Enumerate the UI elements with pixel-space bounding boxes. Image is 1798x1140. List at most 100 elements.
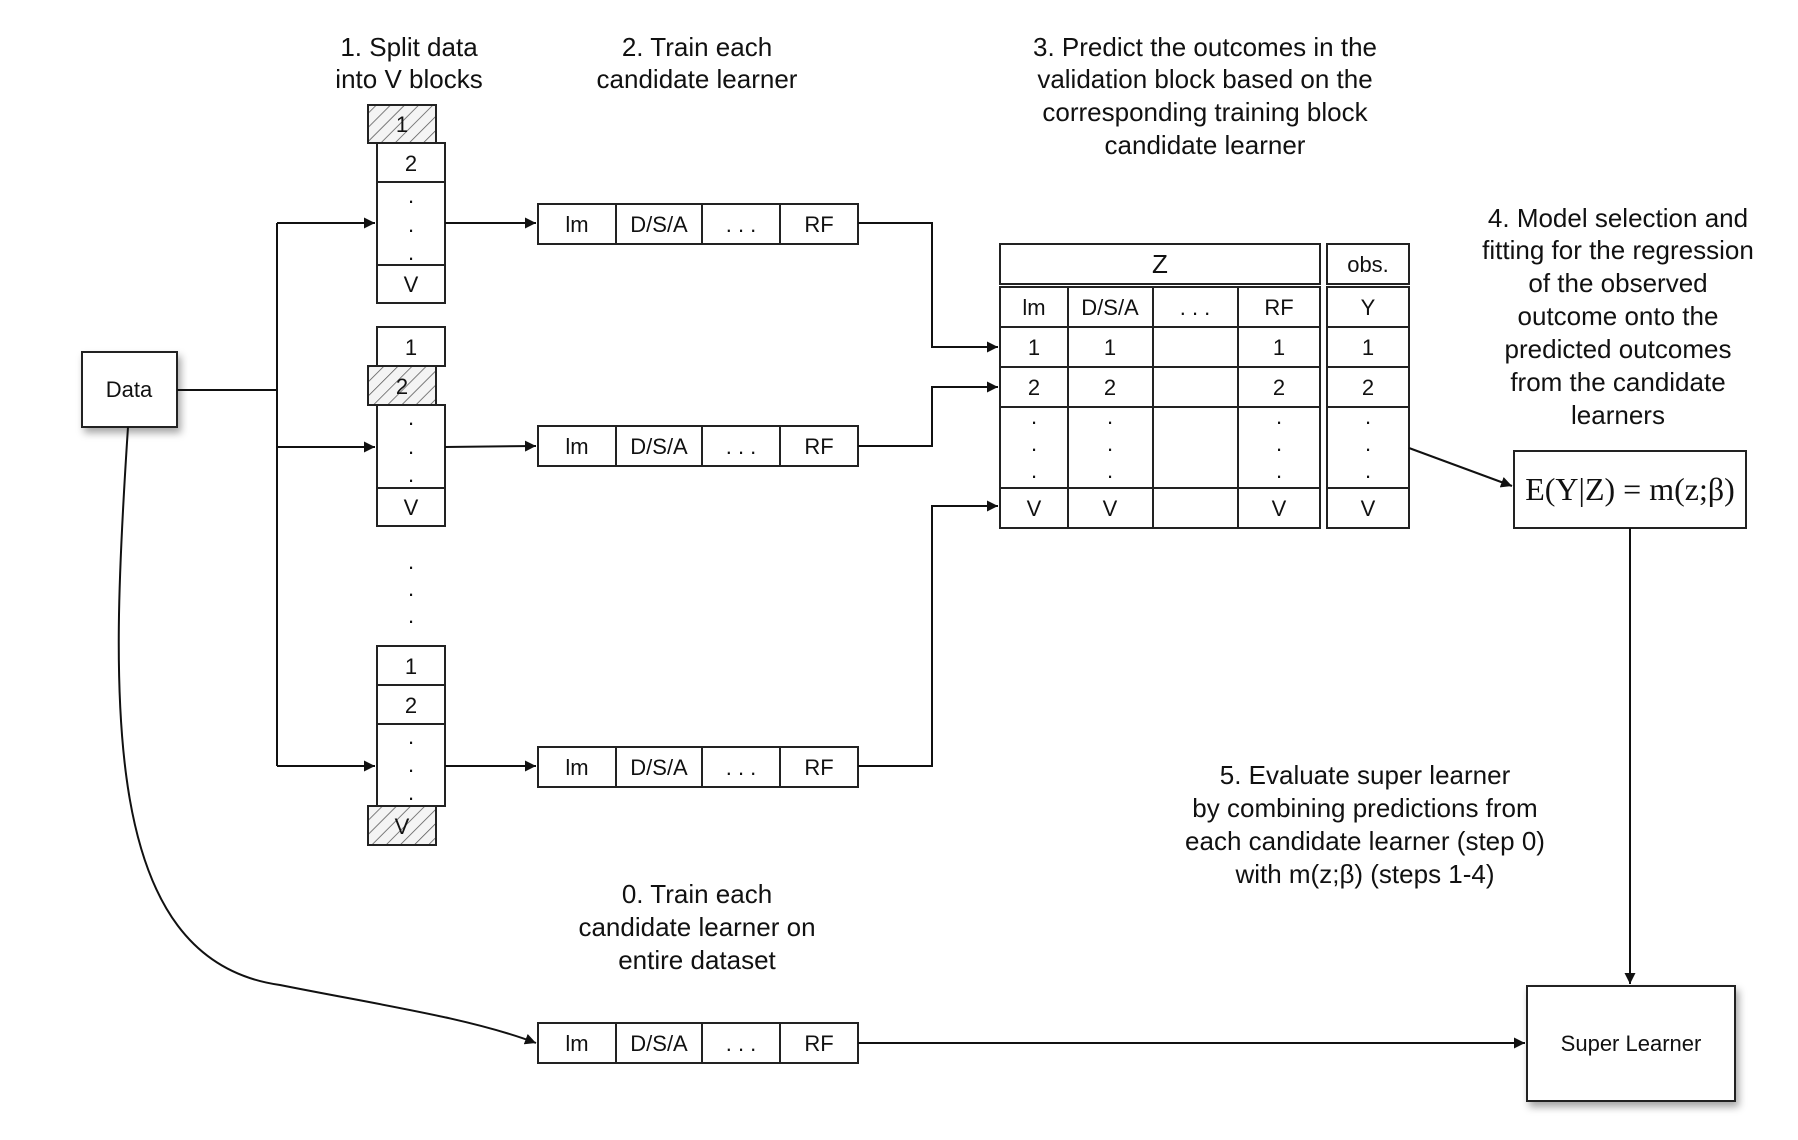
table-dot: . <box>1031 458 1037 483</box>
step-0-caption: 0. Train each candidate learner on entir… <box>578 879 815 975</box>
connectors <box>117 217 1636 1049</box>
super-learner-label: Super Learner <box>1561 1031 1702 1056</box>
step-1-line-1: 1. Split data <box>340 32 478 62</box>
block-dot: . <box>408 183 414 208</box>
table-cell <box>1152 326 1239 368</box>
learner-label: lm <box>565 212 588 237</box>
learner-label: RF <box>804 434 833 459</box>
column-header: lm <box>1022 295 1045 320</box>
table-cell <box>1237 326 1321 368</box>
learner-cell <box>701 425 781 467</box>
data-label: Data <box>106 377 153 402</box>
block-dots <box>376 404 446 489</box>
block-label: V <box>404 272 419 297</box>
obs-value: 1 <box>1362 335 1374 360</box>
column-header: RF <box>1264 295 1293 320</box>
arrow-fold-2-to-learners <box>444 440 537 452</box>
table-value: V <box>1027 496 1042 521</box>
block-label: V <box>404 495 419 520</box>
learner-cell <box>779 746 859 788</box>
obs-cell <box>1326 326 1410 368</box>
ellipsis-dot: . <box>408 603 414 628</box>
learner-cell <box>615 1022 703 1064</box>
table-cell <box>1237 406 1321 489</box>
table-dot: . <box>1276 404 1282 429</box>
learner-cell <box>779 425 859 467</box>
step-0-line-3: entire dataset <box>618 945 776 975</box>
step-5-line-1: 5. Evaluate super learner <box>1220 760 1511 790</box>
learner-row-fold-1: lm D/S/A . . . RF <box>537 203 859 245</box>
block-label: V <box>395 814 410 839</box>
learner-label: lm <box>565 1031 588 1056</box>
obs-dot: . <box>1365 404 1371 429</box>
formula-label: E(Y|Z) = m(z;β) <box>1525 471 1735 507</box>
step-3-line-1: 3. Predict the outcomes in the <box>1033 32 1377 62</box>
learner-label: lm <box>565 434 588 459</box>
step-5-line-4: with m(z;β) (steps 1-4) <box>1234 859 1494 889</box>
obs-header-cell <box>1326 243 1410 285</box>
arrow-learners-2-to-row-2 <box>858 381 998 447</box>
z-header-cell <box>999 243 1321 285</box>
fold-column-2: 1 2 . . . V <box>367 326 446 527</box>
table-value: V <box>1272 496 1287 521</box>
table-value: 2 <box>1028 375 1040 400</box>
learner-cell <box>537 203 617 245</box>
block-label: 2 <box>405 151 417 176</box>
block-dot: . <box>408 780 414 805</box>
block-1 <box>376 326 446 367</box>
step-4-caption: 4. Model selection and fitting for the r… <box>1482 203 1754 430</box>
step-2-line-2: candidate learner <box>597 64 798 94</box>
learner-label: D/S/A <box>630 434 688 459</box>
learner-label: D/S/A <box>630 1031 688 1056</box>
step-3-line-3: corresponding training block <box>1042 97 1368 127</box>
table-value: 1 <box>1273 335 1285 360</box>
ellipsis-dot: . <box>408 576 414 601</box>
arrow-table-to-formula <box>1408 447 1513 488</box>
step-5-caption: 5. Evaluate super learner by combining p… <box>1185 760 1545 889</box>
step-0-line-1: 0. Train each <box>622 879 772 909</box>
step-2-line-1: 2. Train each <box>622 32 772 62</box>
step-5-line-3: each candidate learner (step 0) <box>1185 826 1545 856</box>
arrow-data-to-full-learners <box>117 426 537 1045</box>
block-dots <box>376 723 446 807</box>
learner-label: lm <box>565 755 588 780</box>
learner-label: . . . <box>726 434 757 459</box>
block-label: 2 <box>405 693 417 718</box>
block-2 <box>376 684 446 725</box>
block-dot: . <box>408 434 414 459</box>
super-learner-box <box>1526 985 1736 1102</box>
block-1 <box>376 645 446 686</box>
table-cell <box>1152 406 1239 489</box>
table-cell <box>1152 487 1239 529</box>
learner-cell <box>615 746 703 788</box>
step-4-line-4: outcome onto the <box>1518 301 1719 331</box>
hatched-block-v <box>367 805 437 846</box>
table-value: V <box>1103 496 1118 521</box>
obs-dot: . <box>1365 458 1371 483</box>
prediction-table: Z lm D/S/A . . . RF 1 1 1 2 2 2 . . . . … <box>999 243 1321 529</box>
learner-row-fold-2: lm D/S/A . . . RF <box>537 425 859 467</box>
learner-label: . . . <box>726 755 757 780</box>
block-label: 1 <box>405 335 417 360</box>
data-node: Data <box>81 351 178 428</box>
step-4-line-5: predicted outcomes <box>1505 334 1732 364</box>
super-learner-node: Super Learner <box>1526 985 1736 1102</box>
block-dot: . <box>408 462 414 487</box>
table-cell <box>1067 406 1154 489</box>
column-header: D/S/A <box>1081 295 1139 320</box>
table-cell <box>1067 487 1154 529</box>
table-dot: . <box>1031 431 1037 456</box>
table-dot: . <box>1276 458 1282 483</box>
table-value: 2 <box>1104 375 1116 400</box>
learner-row-fold-v: lm D/S/A . . . RF <box>537 746 859 788</box>
obs-cell <box>1326 487 1410 529</box>
table-dot: . <box>1107 404 1113 429</box>
table-dot: . <box>1107 458 1113 483</box>
block-label: 1 <box>396 112 408 137</box>
block-dot: . <box>408 752 414 777</box>
table-value: 1 <box>1104 335 1116 360</box>
block-dot: . <box>408 405 414 430</box>
step-3-caption: 3. Predict the outcomes in the validatio… <box>1033 32 1377 160</box>
data-box <box>81 351 178 428</box>
